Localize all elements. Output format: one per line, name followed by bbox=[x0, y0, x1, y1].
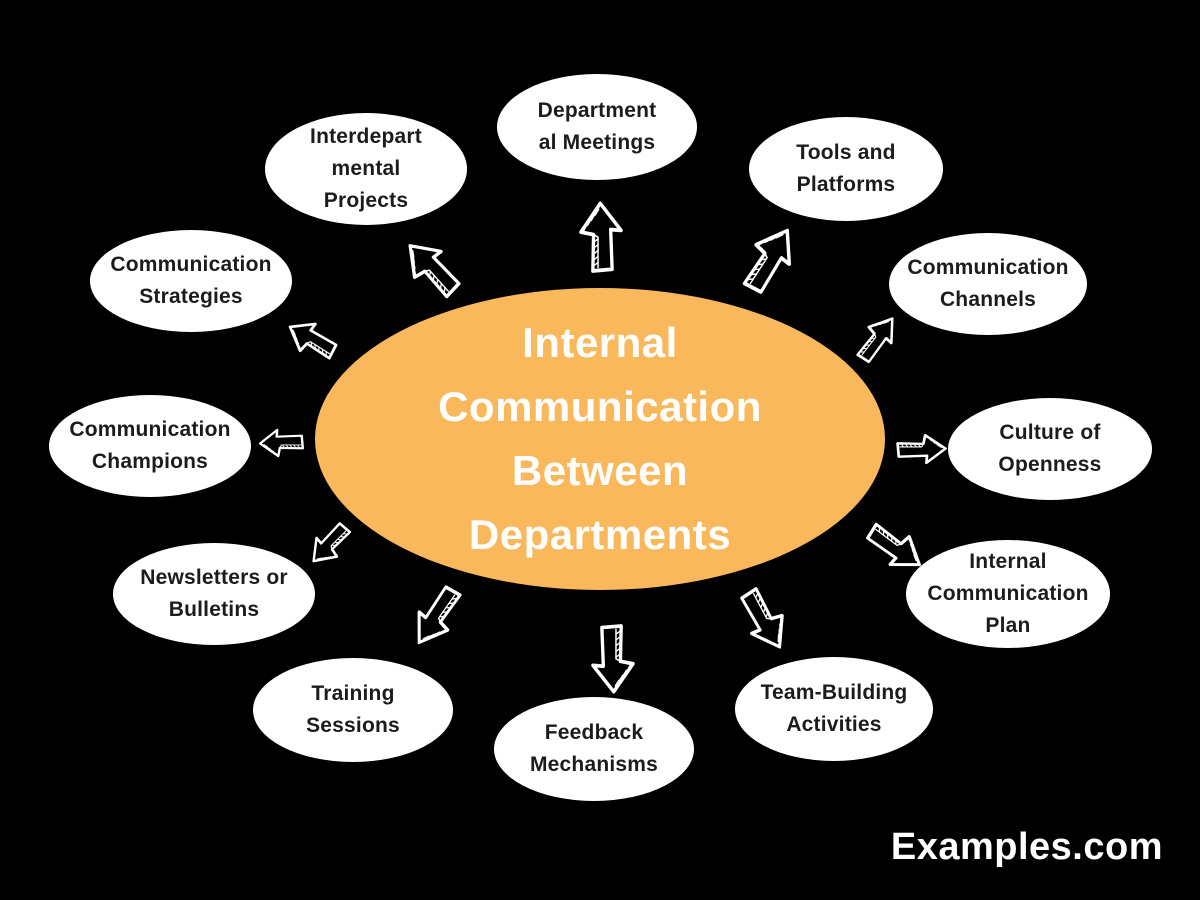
node-interdepartmental-projects: Interdepart mental Projects bbox=[265, 113, 467, 225]
node-team-building-activities-label: Team-Building Activities bbox=[760, 681, 908, 736]
node-communication-channels: Communication Channels bbox=[889, 233, 1087, 335]
node-communication-strategies-label: Communication Strategies bbox=[110, 253, 272, 308]
node-communication-channels-label: Communication Channels bbox=[907, 256, 1069, 311]
node-communication-champions-label: Communication Champions bbox=[69, 418, 231, 473]
center-topic-ellipse: Internal Communication Between Departmen… bbox=[315, 288, 885, 590]
node-culture-of-openness-label: Culture of Openness bbox=[998, 421, 1102, 476]
connector-arrow-icon-communication-channels bbox=[849, 309, 905, 368]
node-tools-and-platforms-label: Tools and Platforms bbox=[796, 141, 896, 196]
connector-arrow-icon-newsletters-or-bulletins bbox=[302, 517, 357, 572]
node-culture-of-openness: Culture of Openness bbox=[948, 398, 1152, 500]
node-departmental-meetings: Department al Meetings bbox=[497, 74, 697, 180]
connector-arrow-icon-tools-and-platforms bbox=[733, 218, 806, 300]
connector-arrow-icon-feedback-mechanisms bbox=[591, 624, 635, 694]
connector-arrow-icon-communication-champions bbox=[258, 428, 304, 458]
center-topic-label: Internal Communication Between Departmen… bbox=[438, 319, 762, 558]
node-communication-strategies: Communication Strategies bbox=[90, 230, 292, 332]
connector-arrow-icon-interdepartmental-projects bbox=[395, 231, 468, 306]
connector-arrow-icon-communication-strategies bbox=[280, 312, 343, 368]
node-newsletters-or-bulletins-label: Newsletters or Bulletins bbox=[140, 566, 288, 621]
node-training-sessions-label: Training Sessions bbox=[306, 682, 400, 737]
watermark-brand: Examples.com bbox=[890, 826, 1163, 868]
node-feedback-mechanisms-label: Feedback Mechanisms bbox=[529, 721, 659, 776]
node-communication-champions: Communication Champions bbox=[49, 395, 251, 497]
connector-arrow-icon-departmental-meetings bbox=[579, 201, 623, 273]
node-internal-communication-plan: Internal Communication Plan bbox=[906, 540, 1110, 648]
node-feedback-mechanisms: Feedback Mechanisms bbox=[494, 697, 694, 801]
connector-arrow-icon-training-sessions bbox=[403, 579, 470, 654]
connector-arrow-icon-team-building-activities bbox=[732, 582, 797, 658]
node-departmental-meetings-label: Department al Meetings bbox=[537, 99, 657, 154]
node-team-building-activities: Team-Building Activities bbox=[735, 657, 933, 761]
node-newsletters-or-bulletins: Newsletters or Bulletins bbox=[113, 543, 315, 645]
node-training-sessions: Training Sessions bbox=[253, 658, 453, 762]
node-interdepartmental-projects-label: Interdepart mental Projects bbox=[310, 125, 422, 212]
node-internal-communication-plan-label: Internal Communication Plan bbox=[927, 550, 1089, 637]
node-tools-and-platforms: Tools and Platforms bbox=[749, 117, 943, 221]
connector-arrow-icon-culture-of-openness bbox=[896, 433, 947, 465]
